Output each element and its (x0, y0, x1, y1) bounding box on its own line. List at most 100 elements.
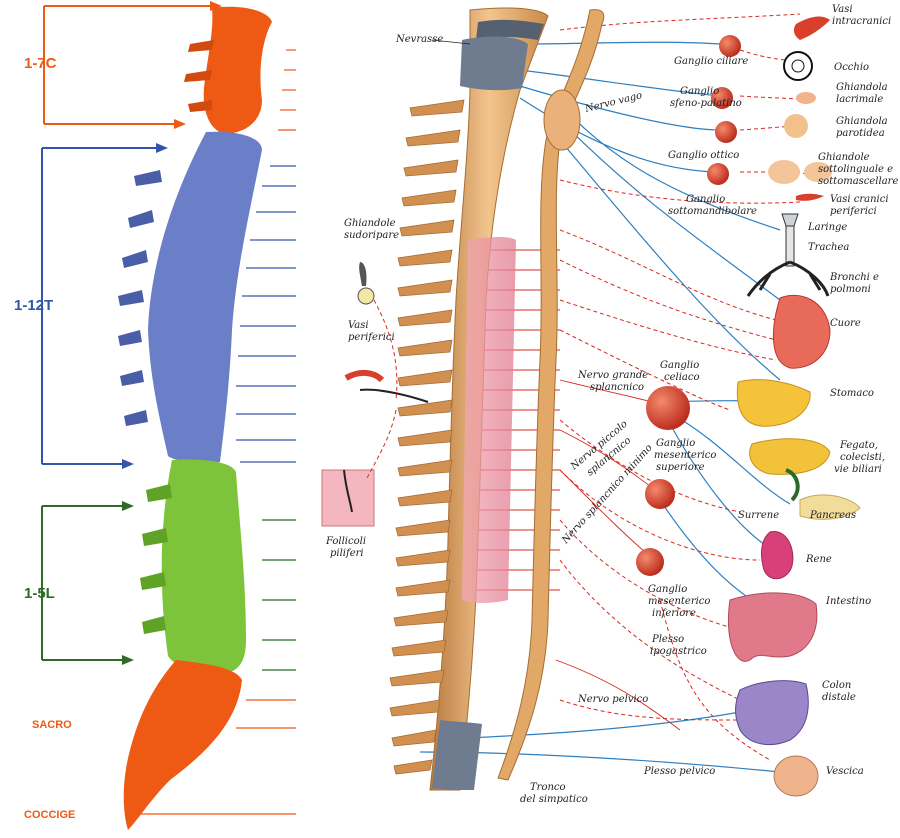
lumbar-vertebrae (140, 459, 246, 674)
parotid-gland-shape (784, 114, 808, 138)
label-colon-1: Colon (822, 680, 851, 691)
label-mes-inf-3: inferiore (652, 608, 696, 619)
label-lumbar: 1-5L (24, 585, 55, 602)
label-thoracic: 1-12T (14, 297, 53, 314)
label-vasi-periferici-2: periferici (348, 332, 395, 343)
label-nevrasse: Nevrasse (395, 34, 443, 45)
larynx-shape (781, 213, 799, 227)
label-follicoli-1: Follicoli (325, 536, 366, 547)
label-vescica: Vescica (826, 766, 864, 777)
cervical-vertebrae (184, 6, 272, 135)
salivary-glands-shape (768, 160, 800, 184)
label-vasi-intracranici-2: intracranici (832, 16, 891, 27)
label-ipogastrico-2: ipogastrico (650, 646, 707, 657)
label-vasi-cranici-1: Vasi cranici (830, 194, 889, 205)
label-nervo-grande-2: splancnico (590, 382, 644, 393)
label-parotidea-2: parotidea (836, 128, 885, 139)
label-tronco-1: Tronco (530, 782, 566, 793)
liver-shape (749, 438, 831, 475)
label-fegato-2: colecisti, (840, 452, 885, 463)
label-colon-2: distale (822, 692, 856, 703)
label-pancreas: Pancreas (809, 510, 856, 521)
label-mes-sup-2: mesenterico (654, 450, 716, 461)
label-sottolinguale-3: sottomascellare (818, 176, 898, 187)
colored-spine-panel: 1-7C 1-12T 1-5L SACRO COCCIGE (14, 1, 296, 830)
text-labels: Nevrasse Nervo vago Ghiandole sudoripare… (325, 4, 898, 805)
autonomic-panel: Nevrasse Nervo vago Ghiandole sudoripare… (321, 4, 898, 805)
heart-shape (772, 294, 831, 369)
ganglion-ciliary (719, 35, 741, 57)
bladder-shape (773, 755, 819, 797)
label-vasi-periferici-1: Vasi (348, 320, 369, 331)
label-trachea: Trachea (808, 242, 849, 253)
label-vasi-intracranici-1: Vasi (832, 4, 853, 15)
label-coccyx: COCCIGE (24, 809, 75, 821)
trachea-shape (785, 225, 795, 267)
kidney-shape (761, 531, 794, 580)
label-plesso-pelvico: Plesso pelvico (643, 766, 715, 777)
peripheral-vessels-shape (344, 370, 385, 383)
intestine-shape (727, 592, 818, 662)
label-ghiandole-sudoripare-2: sudoripare (344, 230, 399, 241)
label-ipogastrico-1: Plesso (651, 634, 684, 645)
sympathetic-chain (497, 9, 605, 781)
label-vasi-cranici-2: periferici (830, 206, 877, 217)
label-celiaco-1: Ganglio (660, 360, 699, 371)
stomach-shape (736, 379, 811, 427)
label-nervo-grande-1: Nervo grande (577, 370, 648, 381)
ganglia (636, 35, 741, 576)
cranial-vessels-shape (796, 193, 824, 201)
label-occhio: Occhio (834, 62, 869, 73)
red-nerves (559, 13, 811, 761)
label-cervical: 1-7C (24, 55, 57, 72)
peripheral-effectors (321, 262, 429, 527)
label-cuore: Cuore (830, 318, 861, 329)
label-celiaco-2: celiaco (664, 372, 700, 383)
segment-brackets (41, 1, 222, 665)
ganglion-submandibular (707, 163, 729, 185)
ganglion-sphenopalatine (711, 87, 733, 109)
label-sacrum: SACRO (32, 719, 72, 731)
label-bronchi-1: Bronchi e (829, 272, 879, 283)
label-lacrimale-2: lacrimale (836, 94, 883, 105)
lacrimal-gland-shape (796, 92, 816, 104)
ganglion-superior-mesenteric (645, 479, 675, 509)
label-ghiandole-sudoripare-1: Ghiandole (344, 218, 396, 229)
vertebral-column (389, 7, 549, 791)
label-mes-inf-2: mesenterico (648, 596, 710, 607)
ganglion-inferior-mesenteric (636, 548, 664, 576)
label-mes-sup-1: Ganglio (656, 438, 695, 449)
label-mes-sup-3: superiore (656, 462, 705, 473)
thoracic-vertebrae (118, 131, 262, 463)
label-nervo-pelvico: Nervo pelvico (577, 694, 648, 705)
label-rene: Rene (805, 554, 832, 565)
sweat-gland-shape (359, 262, 367, 286)
label-lacrimale-1: Ghiandola (836, 82, 888, 93)
label-sottomandibolare-2: sottomandibolare (668, 206, 757, 217)
label-tronco-2: del simpatico (520, 794, 588, 805)
label-sfeno-2: sfeno-palatino (670, 98, 742, 109)
label-surrene: Surrene (738, 510, 779, 521)
label-follicoli-2: piliferi (330, 548, 364, 559)
label-bronchi-2: polmoni (830, 284, 871, 295)
pancreas-shape (799, 494, 861, 520)
label-laringe: Laringe (807, 222, 847, 233)
ganglion-otic (715, 121, 737, 143)
label-fegato-1: Fegato, (839, 440, 878, 451)
label-sottomandibolare-1: Ganglio (686, 194, 725, 205)
bronchi-shape (746, 260, 830, 297)
colon-shape (735, 680, 809, 746)
intracranial-vessels-shape (793, 16, 830, 40)
ganglion-celiac (646, 386, 690, 430)
label-intestino: Intestino (825, 596, 871, 607)
label-ganglio-ottico: Ganglio ottico (668, 150, 739, 161)
sacrum-coccyx (123, 660, 242, 830)
spinal-nerve-ticks (140, 49, 296, 815)
label-parotidea-1: Ghiandola (836, 116, 888, 127)
label-stomaco: Stomaco (830, 388, 874, 399)
label-fegato-3: vie biliari (834, 464, 882, 475)
organs (727, 16, 861, 797)
label-mes-inf-1: Ganglio (648, 584, 687, 595)
label-sfeno-1: Ganglio (680, 86, 719, 97)
